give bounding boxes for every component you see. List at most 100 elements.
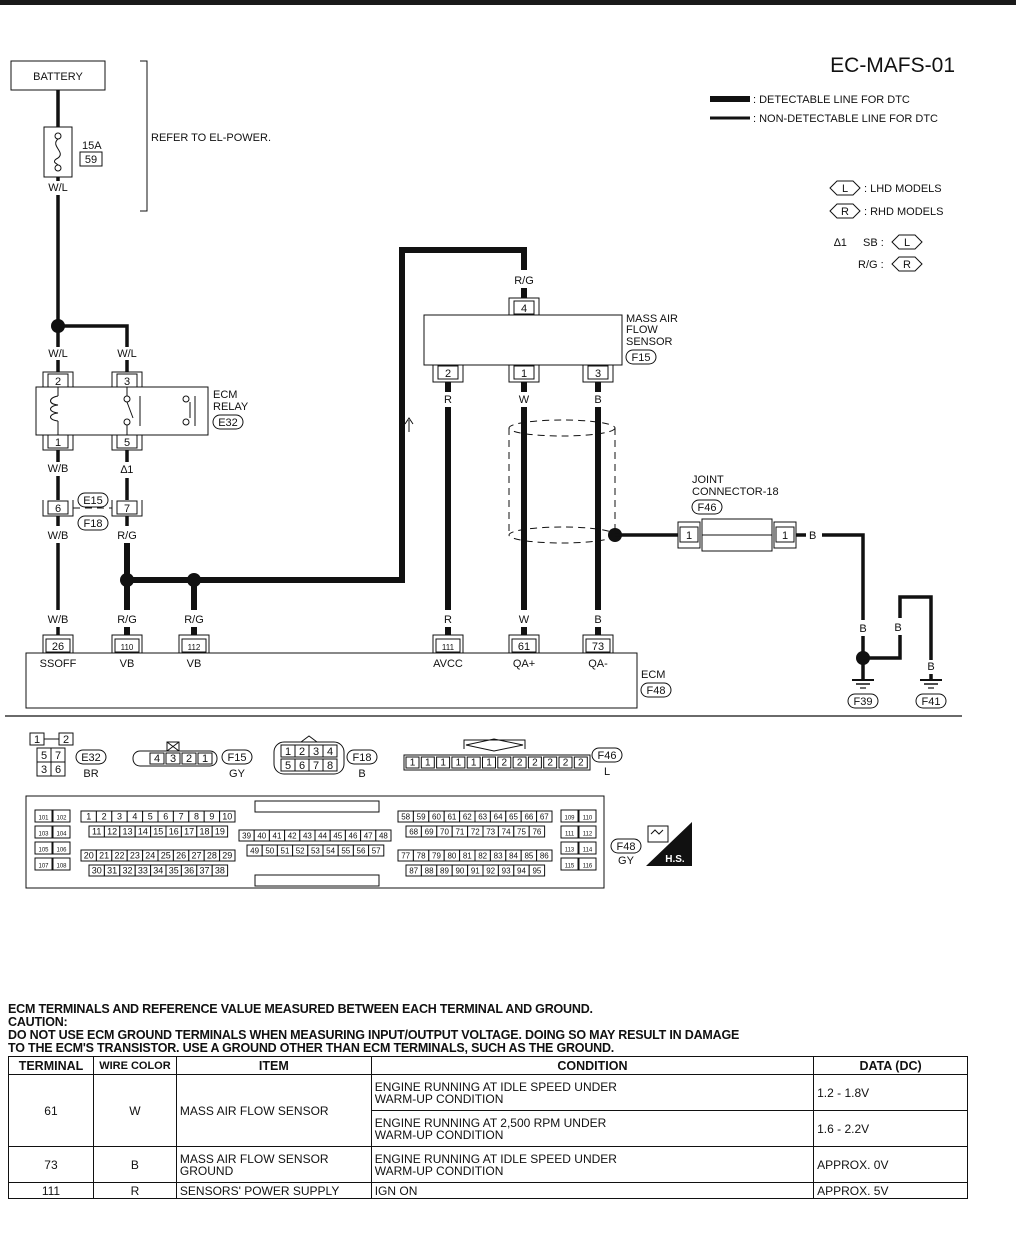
connector-pin-label: 1 bbox=[456, 758, 462, 769]
connector-pin-cell bbox=[536, 849, 553, 862]
connector-pin-label: 46 bbox=[349, 832, 358, 841]
maf-wire-top: R/G bbox=[514, 275, 534, 287]
svg-text:3: 3 bbox=[170, 753, 176, 765]
table-header-row: TERMINAL WIRE COLOR ITEM CONDITION DATA … bbox=[8, 1056, 968, 1075]
connector-pin-label: 103 bbox=[38, 832, 49, 838]
joint-wire: B bbox=[809, 530, 816, 542]
svg-text:1: 1 bbox=[202, 753, 208, 765]
svg-text:111: 111 bbox=[442, 643, 455, 652]
svg-text:5: 5 bbox=[41, 750, 47, 762]
legend-lhd: L : LHD MODELS bbox=[829, 180, 942, 196]
connector-pin-cell bbox=[34, 857, 53, 871]
connector-pin-label: 93 bbox=[502, 867, 511, 876]
connector-pin-label: 19 bbox=[215, 827, 225, 837]
svg-text:1: 1 bbox=[521, 368, 527, 380]
connector-pin-label: 88 bbox=[425, 867, 434, 876]
connector-pin-cell bbox=[543, 756, 558, 769]
connector-pin-label: 6 bbox=[163, 812, 168, 822]
connector-pin-label: 51 bbox=[281, 847, 290, 856]
ecm-relay: 2 3 1 5 ECM RELAY E32 bbox=[35, 371, 249, 451]
connector-pin-label: 41 bbox=[273, 832, 282, 841]
svg-text:1: 1 bbox=[55, 437, 61, 449]
svg-text:2: 2 bbox=[299, 746, 305, 758]
legend-non-detectable-text: : NON-DETECTABLE LINE FOR DTC bbox=[753, 113, 938, 125]
svg-text:1: 1 bbox=[686, 530, 692, 542]
connector-pin-label: 2 bbox=[563, 758, 569, 769]
connector-pin-label: 1 bbox=[471, 758, 477, 769]
connector-pin-label: 16 bbox=[169, 827, 179, 837]
connector-pin-label: 104 bbox=[56, 832, 67, 838]
connector-pin-label: 49 bbox=[250, 847, 259, 856]
svg-text:1: 1 bbox=[782, 530, 788, 542]
caution-title: CAUTION: bbox=[8, 1015, 68, 1029]
svg-text:6: 6 bbox=[55, 764, 61, 776]
connector-pin-label: 76 bbox=[532, 828, 541, 837]
connector-pin-cell bbox=[527, 756, 542, 769]
connector-pin-label: 74 bbox=[502, 828, 511, 837]
connector-pin-label: 111 bbox=[565, 832, 575, 838]
svg-text:GY: GY bbox=[618, 855, 635, 867]
connector-pin-cell bbox=[560, 857, 579, 871]
connector-pin-label: 23 bbox=[130, 851, 140, 861]
connector-pin-cell bbox=[52, 857, 71, 871]
connector-pin-label: 85 bbox=[524, 852, 533, 861]
harness-side-icon: H.S. bbox=[646, 822, 692, 866]
connector-pin-label: 55 bbox=[341, 847, 350, 856]
svg-text:E32: E32 bbox=[81, 752, 101, 764]
connector-pin-label: 48 bbox=[379, 832, 388, 841]
svg-text:4: 4 bbox=[521, 303, 527, 315]
connector-pin-label: 90 bbox=[455, 867, 464, 876]
svg-text:R: R bbox=[444, 614, 452, 626]
connector-view-f18: 1 2 3 4 5 6 7 8 F18 B bbox=[273, 735, 378, 780]
legend-rhd: R : RHD MODELS bbox=[829, 203, 943, 219]
connector-pin-label: 72 bbox=[471, 828, 480, 837]
connector-pin-label: 15 bbox=[153, 827, 163, 837]
arrow-marker bbox=[404, 417, 414, 432]
connector-view-f15: 4 3 2 1 F15 GY bbox=[132, 741, 253, 780]
connector-pin-label: 11 bbox=[92, 827, 101, 837]
connector-pin-cell bbox=[528, 864, 546, 877]
svg-text:L: L bbox=[904, 237, 910, 249]
connector-pin-label: 2 bbox=[502, 758, 508, 769]
connector-pin-label: 60 bbox=[432, 813, 441, 822]
connector-pin-cell bbox=[528, 825, 546, 838]
connector-pin-label: 56 bbox=[357, 847, 366, 856]
connector-pin-label: 22 bbox=[114, 851, 124, 861]
connector-pin-label: 71 bbox=[455, 828, 464, 837]
connector-pin-cell bbox=[497, 756, 512, 769]
battery-box bbox=[10, 60, 106, 91]
maf-name-line3: SENSOR bbox=[626, 336, 673, 348]
connector-pin-label: 108 bbox=[56, 864, 67, 870]
connector-pin-cell bbox=[436, 756, 451, 769]
terminal-table: TERMINAL WIRE COLOR ITEM CONDITION DATA … bbox=[8, 1056, 968, 1199]
connector-pin-label: 2 bbox=[532, 758, 538, 769]
svg-text:3: 3 bbox=[595, 368, 601, 380]
connector-pin-label: 59 bbox=[417, 813, 426, 822]
caution-line1: DO NOT USE ECM GROUND TERMINALS WHEN MEA… bbox=[8, 1028, 740, 1042]
connector-pin-label: 94 bbox=[517, 867, 526, 876]
svg-text:2: 2 bbox=[63, 734, 69, 746]
connector-pin-label: 45 bbox=[333, 832, 342, 841]
connector-pin-label: 69 bbox=[425, 828, 434, 837]
svg-text:6: 6 bbox=[55, 503, 61, 515]
connector-pin-label: 8 bbox=[194, 812, 199, 822]
connector-pin-label: 112 bbox=[583, 832, 593, 838]
col-terminal: TERMINAL bbox=[8, 1056, 94, 1075]
connector-pin-label: 91 bbox=[471, 867, 480, 876]
connector-pin-label: 2 bbox=[102, 812, 107, 822]
connector-pin-label: 31 bbox=[107, 866, 117, 876]
battery-label: BATTERY bbox=[33, 71, 83, 83]
ground-wire-2: B bbox=[894, 622, 901, 634]
connector-pin-cell bbox=[52, 809, 71, 823]
connector-pin-cell bbox=[405, 756, 420, 769]
connector-pin-label: 107 bbox=[38, 864, 49, 870]
connector-pin-label: 109 bbox=[564, 816, 575, 822]
maf-name-line1: MASS AIR bbox=[626, 313, 678, 325]
svg-text:W: W bbox=[519, 614, 530, 626]
connector-pin-label: 102 bbox=[56, 816, 67, 822]
maf-wire-1: W bbox=[519, 394, 530, 406]
fuse-rating: 15A bbox=[82, 140, 102, 152]
connector-pin-label: 2 bbox=[578, 758, 584, 769]
connector-pin-label: 20 bbox=[84, 851, 94, 861]
